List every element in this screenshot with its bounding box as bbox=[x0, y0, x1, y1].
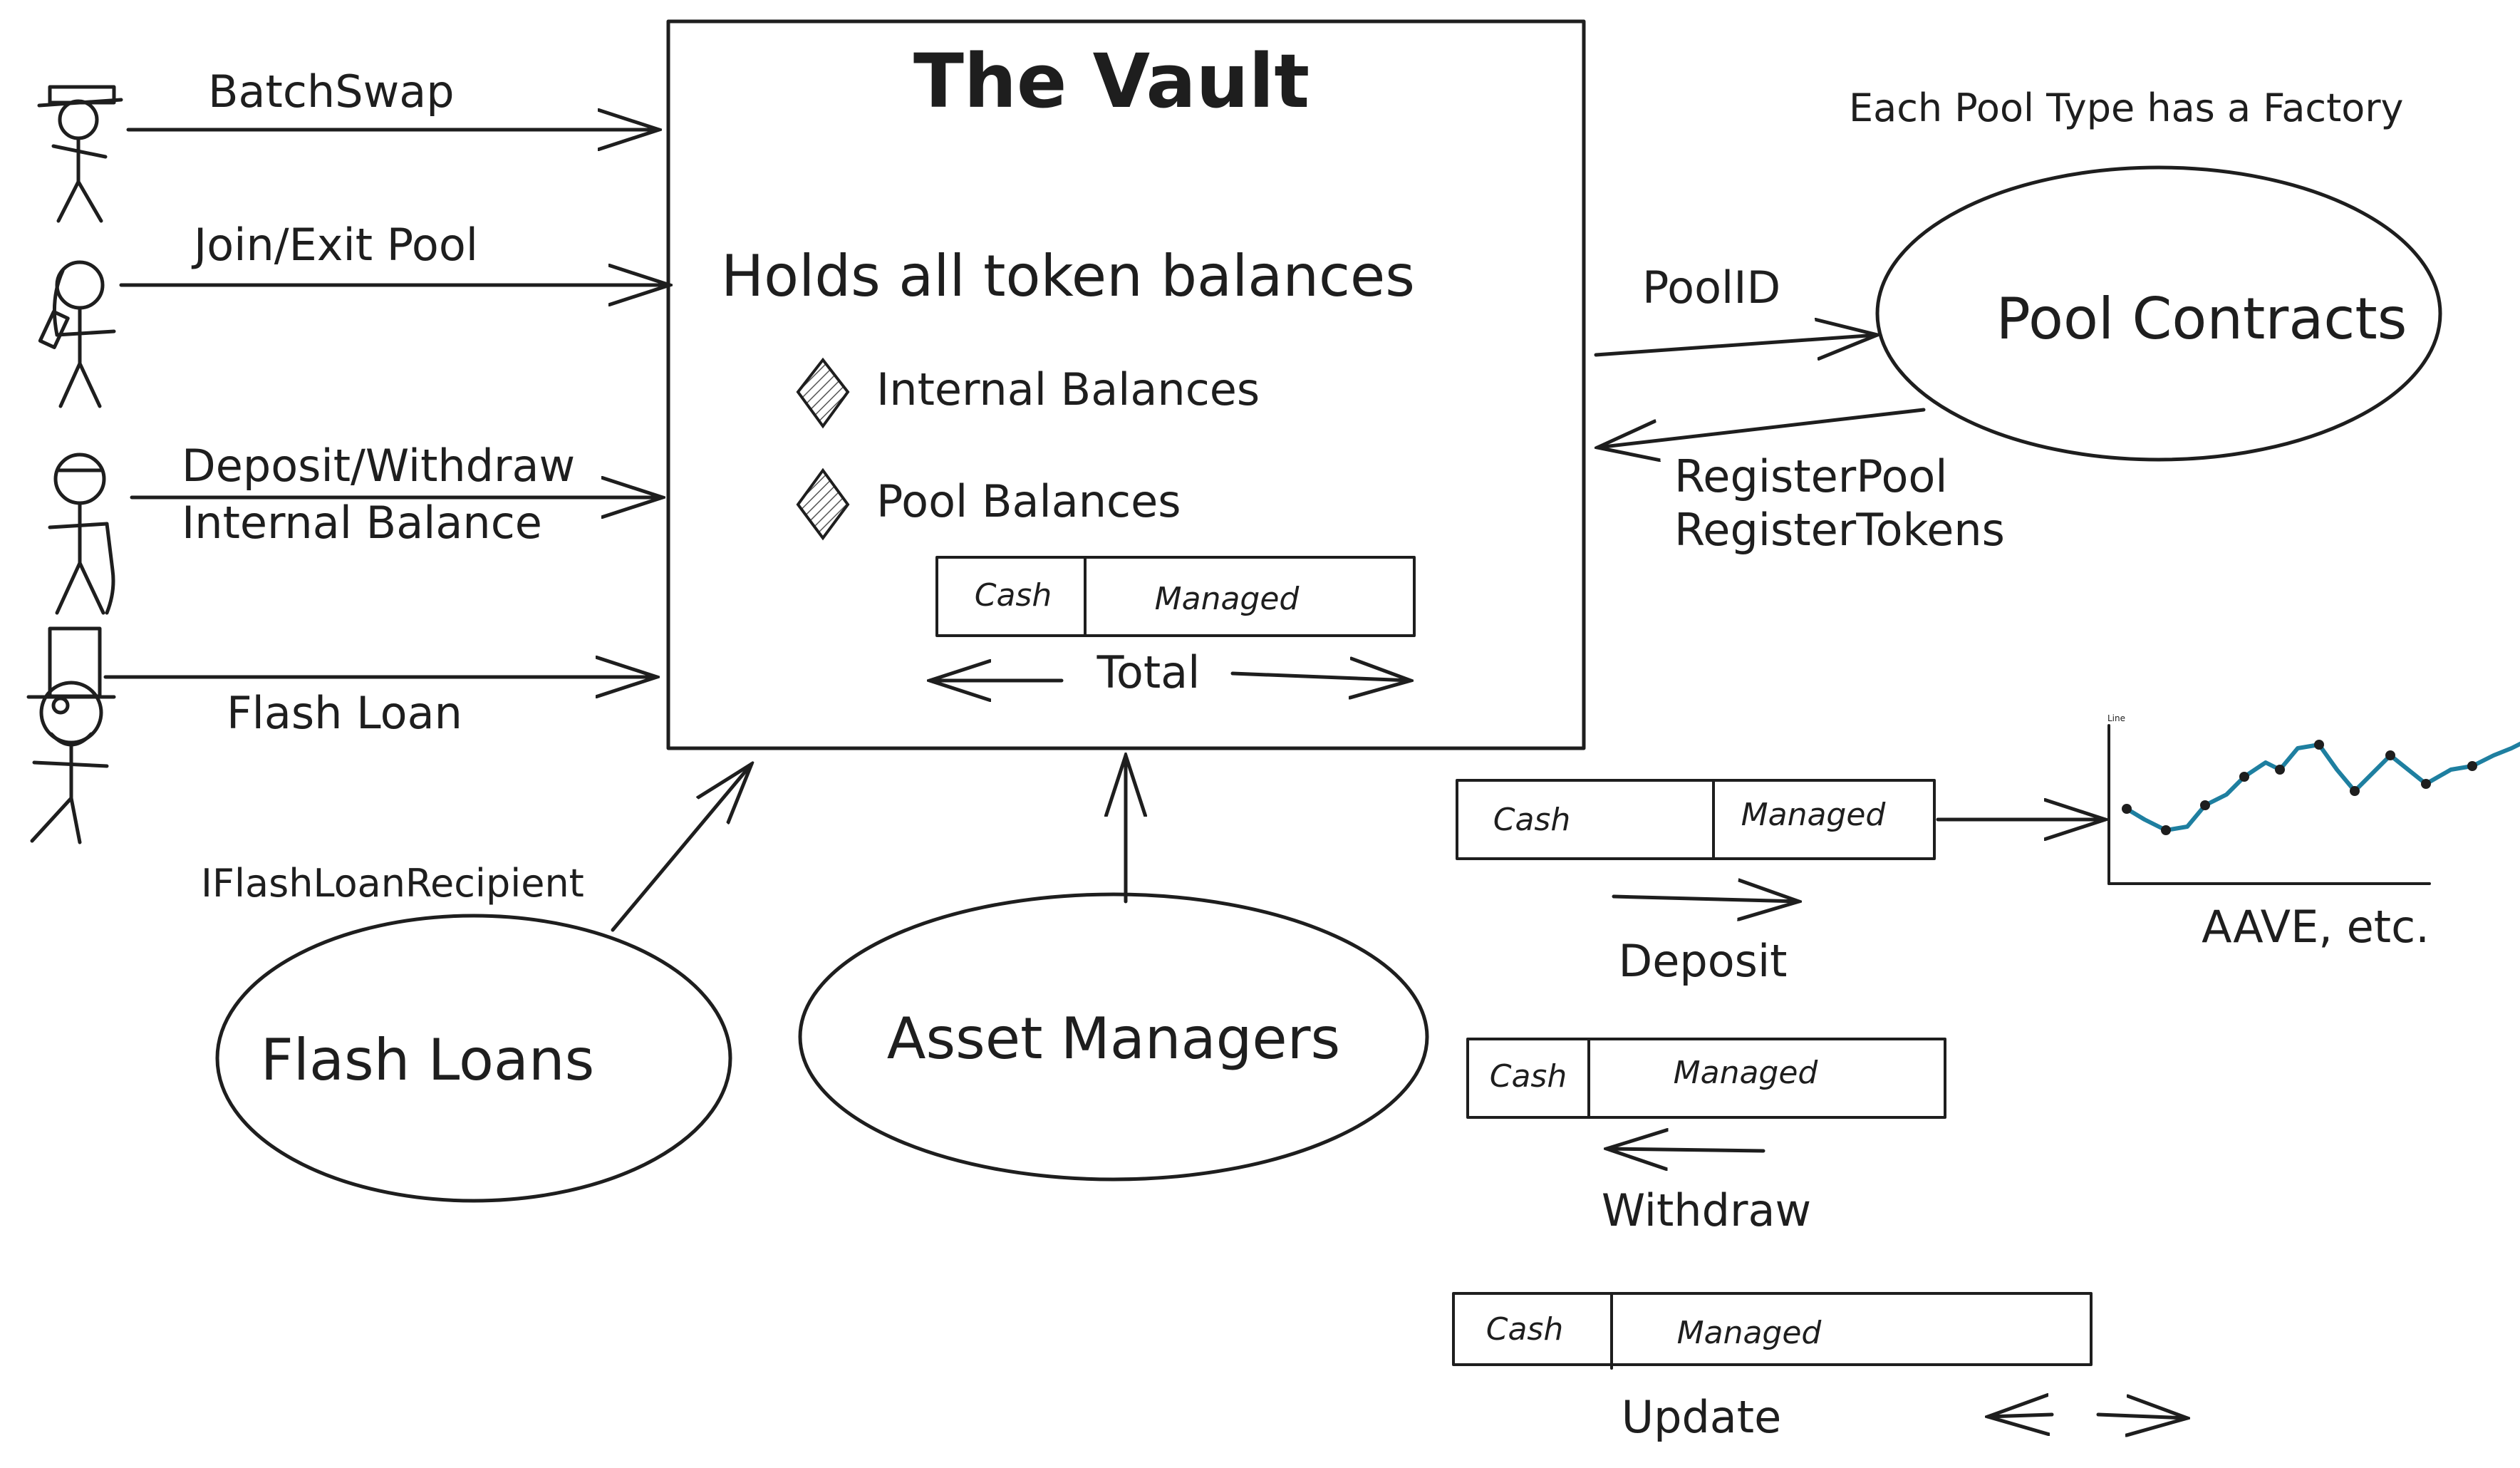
total-label: Total bbox=[1096, 646, 1201, 698]
withdraw-arrow bbox=[1607, 1149, 1765, 1151]
join-exit-label: Join/Exit Pool bbox=[191, 219, 478, 271]
asset-managers-ellipse bbox=[798, 892, 1429, 1182]
pool-id-label: PoolID bbox=[1642, 262, 1780, 314]
managed-label: Managed bbox=[1741, 797, 1887, 833]
internal-balances-label: Internal Balances bbox=[876, 363, 1260, 415]
pool-contracts-ellipse bbox=[1875, 165, 2442, 462]
flash-loan-label: Flash Loan bbox=[227, 687, 462, 739]
managed-label: Managed bbox=[1674, 1055, 1819, 1091]
update-label: Update bbox=[1622, 1391, 1782, 1443]
external-label: AAVE, etc. bbox=[2202, 901, 2430, 953]
update-right-arrow bbox=[2096, 1415, 2187, 1418]
update-balance-bar: Cash Managed bbox=[1452, 1292, 2093, 1370]
managed-label: Managed bbox=[1677, 1315, 1822, 1351]
vault-box bbox=[666, 19, 1586, 750]
batch-swap-label: BatchSwap bbox=[208, 66, 455, 118]
chart-series-line bbox=[2125, 741, 2520, 832]
register-arrow bbox=[1597, 408, 1926, 448]
pool-id-arrow bbox=[1594, 335, 1877, 355]
total-right-arrow bbox=[1230, 673, 1411, 681]
asset-managers-label: Asset Managers bbox=[887, 1006, 1340, 1072]
cash-label: Cash bbox=[975, 577, 1052, 614]
deposit-label: Deposit bbox=[1618, 935, 1787, 987]
diamond-icon bbox=[796, 357, 850, 429]
factory-note: Each Pool Type has a Factory bbox=[1849, 86, 2404, 130]
cash-label: Cash bbox=[1486, 1311, 1564, 1348]
register-pool-label: RegisterPool bbox=[1674, 450, 1948, 502]
register-tokens-label: RegisterTokens bbox=[1674, 504, 2005, 556]
withdraw-balance-bar: Cash Managed bbox=[1466, 1038, 1946, 1119]
pool-balances-label: Pool Balances bbox=[876, 475, 1181, 527]
flash-recipient-arrow bbox=[611, 764, 752, 932]
user-figure-1 bbox=[37, 85, 123, 223]
flash-loans-ellipse bbox=[215, 914, 732, 1203]
deposit-balance-bar: Cash Managed bbox=[1456, 779, 1936, 860]
chart-axis-label: Line bbox=[2107, 713, 2125, 723]
user-figure-3 bbox=[48, 453, 115, 615]
vault-subtitle: Holds all token balances bbox=[721, 243, 1415, 309]
flash-recipient-label: IFlashLoanRecipient bbox=[201, 861, 584, 906]
flash-loans-label: Flash Loans bbox=[261, 1027, 595, 1093]
deposit-withdraw-label-1: Deposit/Withdraw bbox=[182, 440, 575, 492]
vault-title: The Vault bbox=[913, 38, 1310, 125]
cash-label: Cash bbox=[1493, 802, 1571, 838]
pool-contracts-label: Pool Contracts bbox=[1996, 286, 2407, 352]
update-left-arrow bbox=[1988, 1415, 2054, 1417]
user-figure-4-top-hat bbox=[26, 626, 116, 844]
vault-balance-bar: Cash Managed bbox=[935, 556, 1416, 637]
deposit-withdraw-label-2: Internal Balance bbox=[182, 497, 542, 549]
external-protocol-chart: Line bbox=[2107, 713, 2520, 885]
user-figure-2 bbox=[38, 260, 116, 408]
withdraw-label: Withdraw bbox=[1602, 1184, 1811, 1236]
deposit-arrow bbox=[1612, 896, 1799, 901]
managed-label: Managed bbox=[1155, 581, 1300, 617]
diamond-icon bbox=[796, 467, 850, 541]
cash-label: Cash bbox=[1490, 1058, 1567, 1095]
